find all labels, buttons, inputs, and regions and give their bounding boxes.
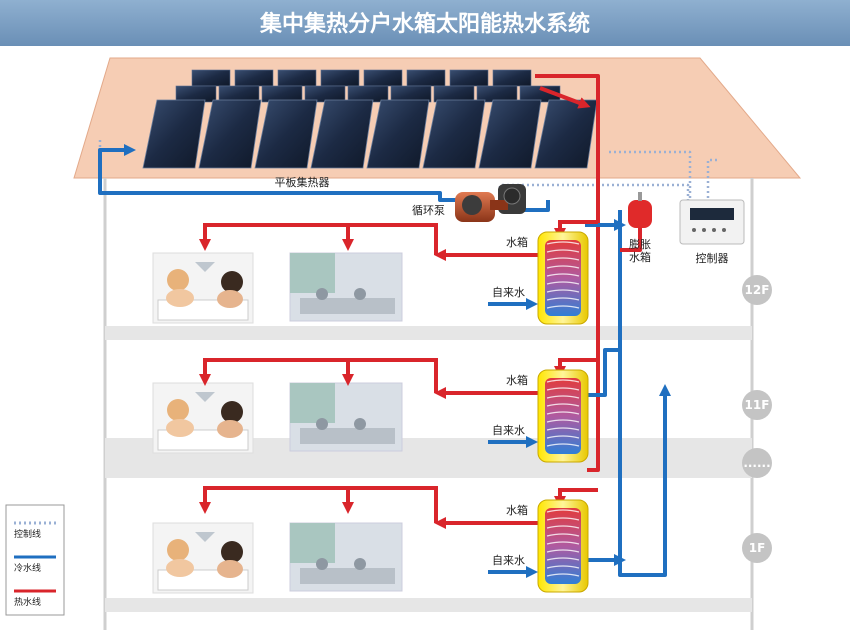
cold-pipe <box>587 348 620 397</box>
collector-panel <box>492 69 532 87</box>
collector-panel <box>449 69 489 87</box>
tank-label: 水箱 <box>506 373 528 387</box>
hot-pipe <box>199 223 438 255</box>
water-tank <box>537 499 589 593</box>
hot-pipe <box>539 86 591 109</box>
floor-label: ...... <box>743 456 770 470</box>
collector-panel <box>198 99 262 169</box>
collector-panel <box>191 69 231 87</box>
cold-pipe <box>98 144 462 202</box>
collector-panel <box>234 69 274 87</box>
bathtub-photo <box>152 382 254 454</box>
expansion-tank-icon <box>628 192 652 228</box>
collector-label: 平板集热器 <box>275 175 330 189</box>
tank-label: 水箱 <box>506 503 528 517</box>
floor-badge: 1F <box>742 533 772 563</box>
page-title: 集中集热分户水箱太阳能热水系统 <box>259 11 590 37</box>
pump-icon <box>455 184 526 222</box>
legend-label: 控制线 <box>14 528 41 540</box>
floor-slab <box>105 326 752 340</box>
hot-pipe <box>199 358 438 393</box>
floor-label: 12F <box>745 283 770 297</box>
collector-panel <box>422 99 486 169</box>
legend-item: 冷水线 <box>14 555 56 574</box>
collector-panel <box>363 69 403 87</box>
cold-pipe <box>520 200 550 212</box>
title-bar: 集中集热分户水箱太阳能热水系统 <box>0 0 850 46</box>
hot-pipe <box>199 486 438 523</box>
collector-panel <box>478 99 542 169</box>
bathtub-photo <box>152 252 254 324</box>
water-tank <box>537 231 589 325</box>
sink-photo <box>289 382 403 452</box>
collector-panel <box>277 69 317 87</box>
hot-pipe <box>554 358 598 378</box>
collector-panel <box>320 69 360 87</box>
collector-panel <box>366 99 430 169</box>
floor-badge: 12F <box>742 275 772 305</box>
floor-badge: 11F <box>742 390 772 420</box>
sink-photo <box>289 522 403 592</box>
collector-panel <box>142 99 206 169</box>
legend-label: 热水线 <box>14 596 41 608</box>
water-tank <box>537 369 589 463</box>
collector-panel <box>254 99 318 169</box>
floor-badge: ...... <box>742 448 772 478</box>
hot-pipe <box>554 220 598 240</box>
legend-item: 热水线 <box>14 589 56 608</box>
control-line <box>706 158 720 208</box>
control-line <box>498 183 690 208</box>
tap-water-label: 自来水 <box>492 286 525 299</box>
controller-icon <box>679 199 745 245</box>
tank-label: 水箱 <box>506 235 528 249</box>
cold-riser <box>618 210 671 577</box>
collector-panel <box>310 99 374 169</box>
floor-label: 11F <box>745 398 770 412</box>
hot-pipe <box>554 488 598 508</box>
sink-photo <box>289 252 403 322</box>
collector-panel <box>406 69 446 87</box>
legend-item: 控制线 <box>14 521 56 540</box>
hot-riser <box>535 74 600 472</box>
controller-label: 控制器 <box>696 251 729 265</box>
floor-slab <box>105 598 752 612</box>
hot-pipe <box>620 225 642 252</box>
flat-plate-collector <box>142 69 598 169</box>
tap-water-label: 自来水 <box>492 424 525 437</box>
floor-label: 1F <box>749 541 766 555</box>
bathtub-photo <box>152 522 254 594</box>
control-line <box>606 150 692 208</box>
tap-water-label: 自来水 <box>492 554 525 567</box>
expansion-tank-label: 膨胀水箱 <box>629 237 651 264</box>
legend-label: 冷水线 <box>14 562 41 574</box>
pump-label: 循环泵 <box>412 204 445 217</box>
